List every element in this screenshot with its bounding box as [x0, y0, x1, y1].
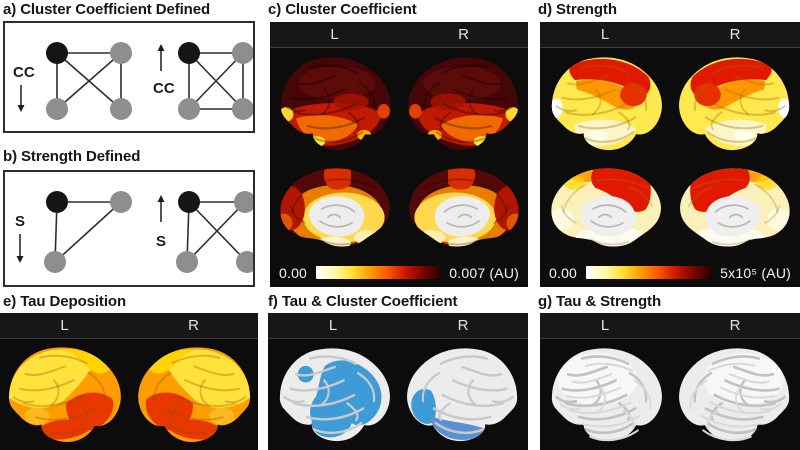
- brain-lateral-right: [402, 52, 526, 156]
- s-label-left: S: [15, 213, 25, 230]
- arrow-down-icon: [16, 234, 24, 263]
- hemisphere-header: L R: [270, 22, 528, 48]
- brain-lateral-left: [272, 343, 396, 447]
- brain-medial-right: [673, 164, 797, 256]
- hemi-label-right: R: [729, 26, 741, 43]
- brain-medial-left: [544, 164, 668, 256]
- panel-g-title: g) Tau & Strength: [538, 293, 662, 310]
- hemisphere-header: L R: [540, 22, 800, 48]
- brain-lateral-left: [273, 52, 397, 156]
- panel-a-diagram: CC CC: [3, 21, 255, 133]
- colorbar-gradient: [316, 266, 441, 279]
- panel-c-brainmap: L R 0.00 0.007 (AU): [270, 22, 528, 287]
- cc-label-left: CC: [13, 64, 35, 81]
- brain-lateral-right: [673, 343, 797, 447]
- arrow-up-icon: [157, 195, 165, 222]
- panel-f-title: f) Tau & Cluster Coefficient: [268, 293, 458, 310]
- brain-medial-left: [273, 164, 397, 256]
- panel-c-title: c) Cluster Coefficient: [268, 1, 417, 18]
- colorbar: 0.00 0.007 (AU): [270, 259, 528, 286]
- hemi-label-right: R: [729, 317, 741, 334]
- cc-defined-graph: CC CC: [13, 42, 254, 120]
- hemi-label-left: L: [600, 317, 610, 334]
- panel-g-brainmap: L R: [540, 313, 800, 450]
- graph-high-cc: [178, 42, 254, 120]
- hemi-label-left: L: [328, 317, 338, 334]
- graph-low-strength: [44, 191, 132, 273]
- hemi-label-left: L: [60, 317, 69, 334]
- hemi-label-left: L: [600, 26, 610, 43]
- panel-d-title: d) Strength: [538, 1, 617, 18]
- colorbar-gradient: [586, 266, 712, 279]
- brain-lateral-right: [401, 343, 525, 447]
- panel-e-brainmap: L R: [0, 313, 258, 450]
- hemisphere-header: L R: [268, 313, 528, 339]
- colorbar-min: 0.00: [549, 264, 578, 281]
- hemisphere-header: L R: [0, 313, 258, 339]
- panel-a-title: a) Cluster Coefficient Defined: [3, 1, 211, 18]
- arrow-down-icon: [17, 85, 25, 112]
- hemi-label-right: R: [188, 317, 199, 334]
- panel-f-brainmap: L R: [268, 313, 528, 450]
- brain-lateral-left: [1, 342, 127, 448]
- focal-node: [46, 191, 68, 213]
- panel-d-brainmap: L R 0.00 5x10⁵ (AU): [540, 22, 800, 287]
- panel-b-diagram: S S: [3, 170, 258, 287]
- brain-lateral-right: [673, 52, 797, 156]
- colorbar-min: 0.00: [279, 264, 308, 281]
- colorbar-max: 5x10⁵ (AU): [720, 264, 791, 281]
- brain-medial-right: [402, 164, 526, 256]
- hemi-label-right: R: [457, 317, 469, 334]
- hemi-label-right: R: [458, 26, 469, 43]
- focal-node: [46, 42, 68, 64]
- colorbar-max: 0.007 (AU): [449, 264, 519, 281]
- brain-lateral-right: [132, 342, 258, 448]
- hemisphere-header: L R: [540, 313, 800, 339]
- strength-defined-graph: S S: [15, 191, 258, 273]
- brain-lateral-left: [544, 52, 668, 156]
- focal-node: [178, 42, 200, 64]
- focal-node: [178, 191, 200, 213]
- graph-low-cc: [46, 42, 132, 120]
- s-label-right: S: [156, 233, 166, 250]
- arrow-up-icon: [157, 44, 165, 71]
- graph-high-strength: [176, 191, 258, 273]
- colorbar: 0.00 5x10⁵ (AU): [540, 259, 800, 286]
- panel-e-title: e) Tau Deposition: [3, 293, 127, 310]
- brain-lateral-left: [544, 343, 668, 447]
- cc-label-right: CC: [153, 80, 175, 97]
- panel-b-title: b) Strength Defined: [3, 148, 141, 165]
- hemi-label-left: L: [330, 26, 339, 43]
